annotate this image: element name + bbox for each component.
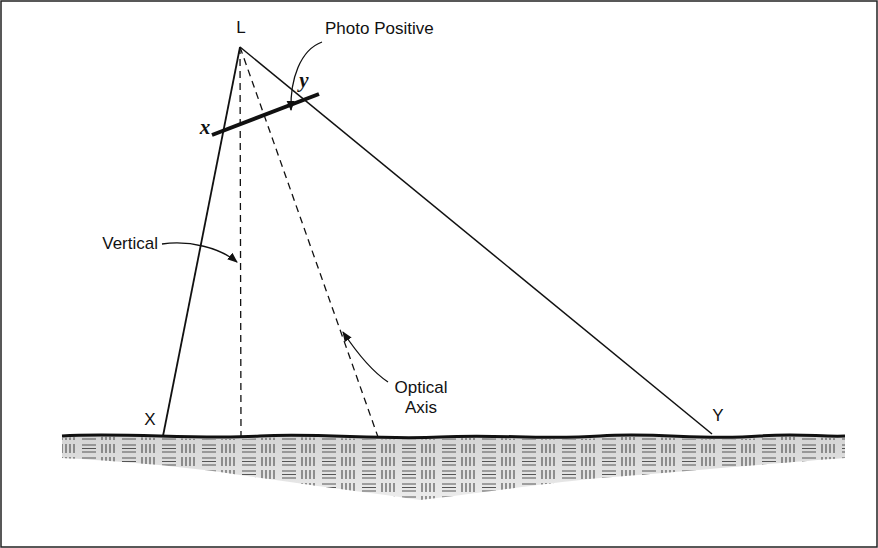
ground-band	[62, 435, 845, 500]
leader-optical-axis	[343, 332, 388, 382]
part-label: Vertical	[102, 234, 158, 254]
ground-surface	[62, 435, 845, 438]
point-label: L	[236, 18, 245, 38]
part-label: Photo Positive	[325, 19, 434, 39]
leader-vertical	[162, 243, 237, 262]
leader-photo-positive	[291, 42, 322, 110]
part-label: Optical Axis	[390, 378, 452, 417]
image-point-label: x	[200, 115, 211, 139]
vertical-line	[240, 47, 241, 437]
image-point-label: y	[299, 68, 308, 92]
ray-to-Y	[240, 47, 712, 434]
ray-to-X	[163, 47, 240, 436]
photo-positive-plane	[212, 94, 319, 135]
ground-point-label: Y	[712, 406, 723, 426]
ground-point-label: X	[144, 410, 155, 430]
optical-axis-line	[240, 47, 378, 437]
ground-hatch	[62, 437, 845, 500]
